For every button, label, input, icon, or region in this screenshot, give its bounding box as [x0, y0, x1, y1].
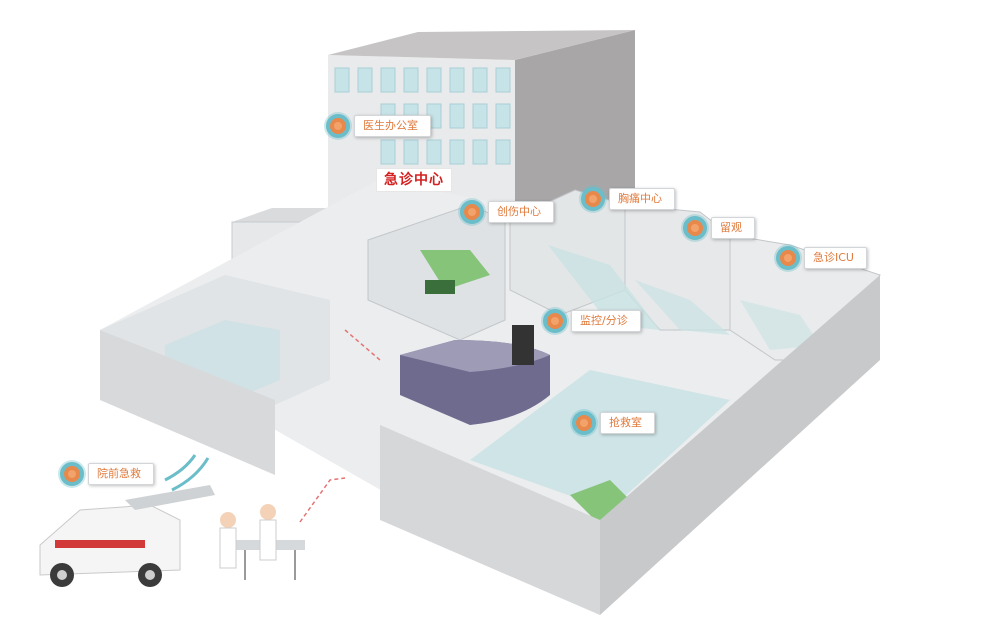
back-rooms — [367, 189, 881, 361]
hotspot-marker-icon[interactable] — [683, 216, 707, 240]
hotspot-label[interactable]: 监控/分诊 — [571, 310, 641, 332]
hotspot-label[interactable]: 抢救室 — [600, 412, 655, 434]
waiting-room — [100, 275, 330, 475]
ambulance — [39, 454, 215, 587]
hotspot-marker-icon[interactable] — [581, 187, 605, 211]
stretcher-team — [219, 504, 305, 580]
hotspot-label[interactable]: 急诊ICU — [804, 247, 867, 269]
hotspot-label[interactable]: 创伤中心 — [488, 201, 554, 223]
hotspot-marker-icon[interactable] — [460, 200, 484, 224]
hotspot-marker-icon[interactable] — [572, 411, 596, 435]
hotspot-marker-icon[interactable] — [60, 462, 84, 486]
hotspot-label[interactable]: 院前急救 — [88, 463, 154, 485]
hotspot-label[interactable]: 胸痛中心 — [609, 188, 675, 210]
hotspot-marker-icon[interactable] — [776, 246, 800, 270]
path-arrows — [299, 329, 381, 523]
triage-desk — [400, 325, 550, 425]
emergency-center-sign: 急诊中心 — [376, 168, 452, 192]
front-walls — [380, 275, 880, 615]
hotspot-label[interactable]: 留观 — [711, 217, 755, 239]
hotspot-label[interactable]: 医生办公室 — [354, 115, 431, 137]
hotspot-marker-icon[interactable] — [326, 114, 350, 138]
hotspot-marker-icon[interactable] — [543, 309, 567, 333]
